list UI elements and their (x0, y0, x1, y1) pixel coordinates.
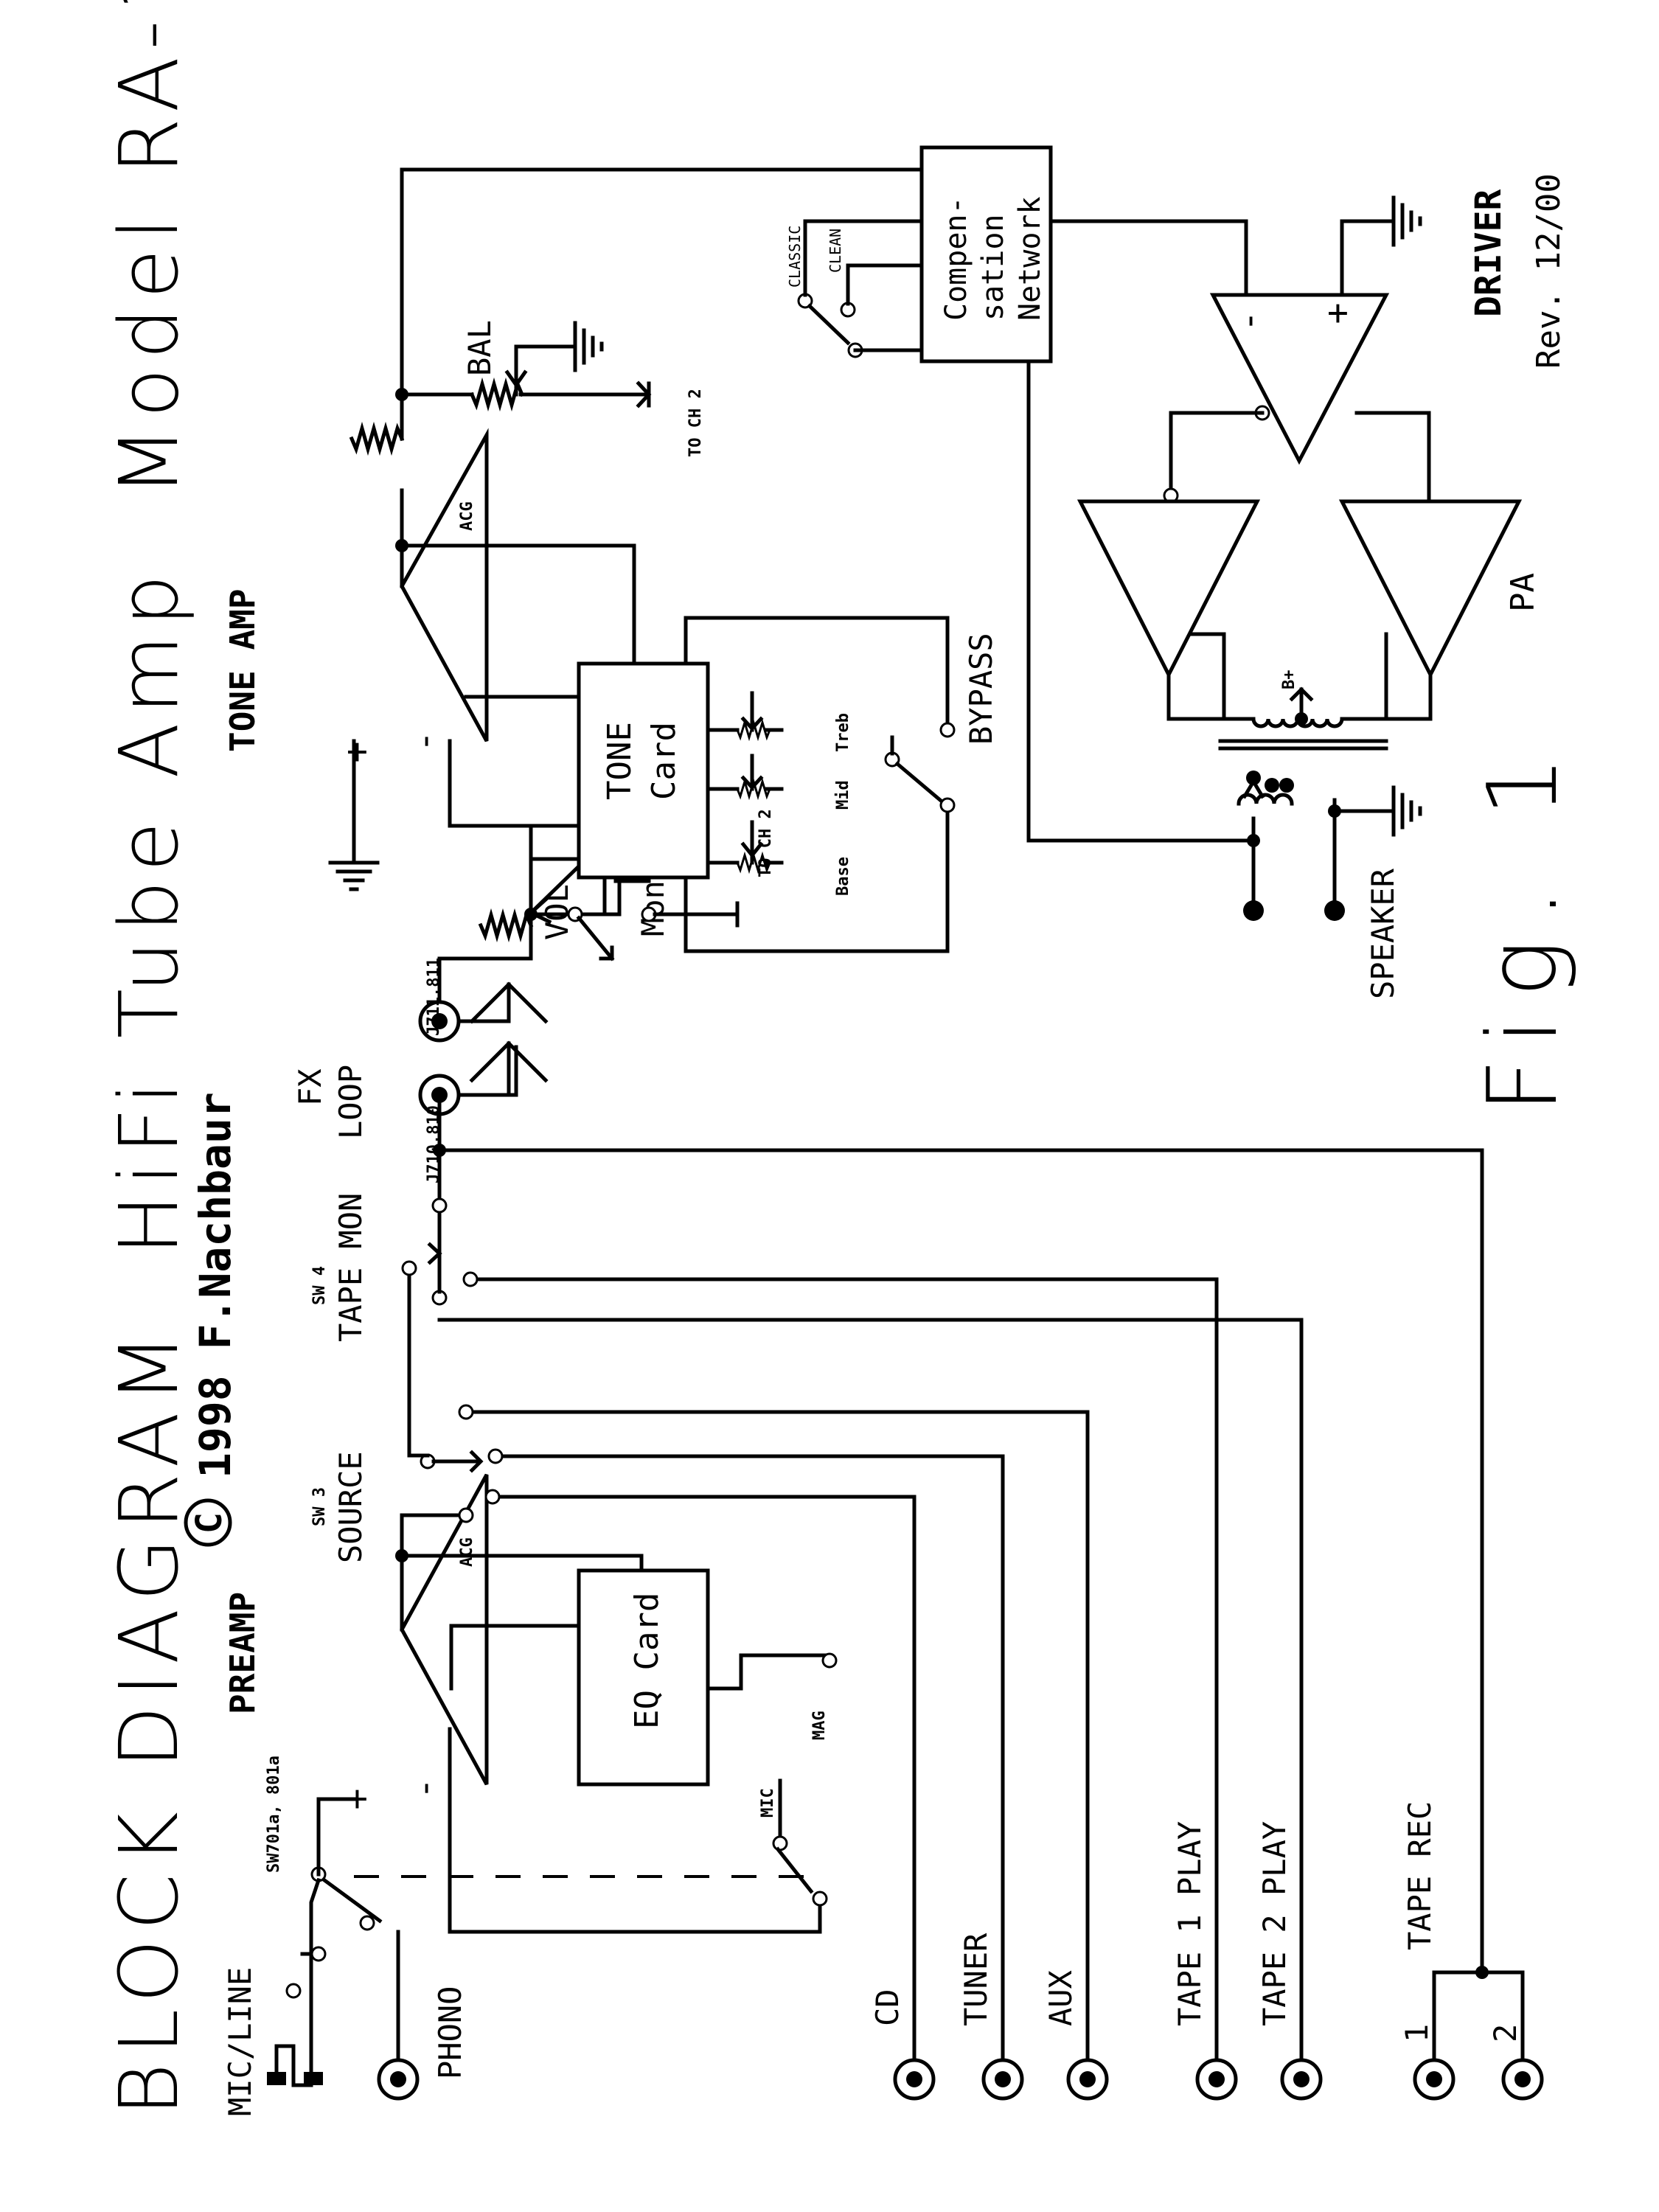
mic-line-label: MIC/LINE (222, 1967, 258, 2116)
bypass-label: BYPASS (963, 633, 999, 745)
eq-card-label: EQ Card (628, 1593, 666, 1729)
pa-label: PA (1504, 573, 1542, 612)
speaker-ground-icon (1394, 787, 1420, 835)
mic-line-jack-icon (267, 1946, 327, 2087)
tone-minus: - (404, 731, 445, 752)
tape-rec-label: TAPE REC (1402, 1801, 1438, 1950)
tape-rec-1-label: 1 (1399, 2024, 1435, 2042)
base-label: Base (834, 857, 852, 896)
phono-label: PHONO (432, 1986, 468, 2079)
tape1-play-jack-icon (1197, 2060, 1236, 2098)
pa-tube-lower (1338, 499, 1523, 679)
sw4-label: SW 4 (310, 1266, 329, 1305)
tone-acg-label: ACG (458, 501, 476, 531)
copyright-icon (184, 1498, 232, 1547)
copyright-symbol: C (189, 1512, 230, 1534)
sw3-label: SW 3 (310, 1487, 329, 1526)
tuner-wire (493, 1454, 1005, 2061)
source-label: SOURCE (333, 1451, 369, 1563)
comp-label-1: Compen- (939, 196, 973, 321)
to-ch2-bal-label: TO CH 2 (686, 389, 705, 457)
clean-label: CLEAN (827, 229, 844, 273)
tape-mon-label: TAPE MON (333, 1193, 369, 1342)
bal-ground-icon (575, 323, 602, 370)
aux-label: AUX (1043, 1970, 1079, 2026)
comp-label-2: sation (976, 215, 1010, 321)
tape2-play-jack-icon (1282, 2060, 1321, 2098)
cd-jack-icon (895, 2060, 933, 2098)
sw701-label: SW701a, 801a (265, 1756, 283, 1873)
tuner-jack-icon (984, 2060, 1022, 2098)
preamp-acg-label: ACG (458, 1537, 476, 1567)
figure-label: Fig. 1 (1467, 735, 1579, 1113)
sw701-blade (321, 1877, 383, 1924)
bplus-label: B+ (1280, 670, 1298, 690)
tuner-label: TUNER (958, 1933, 994, 2026)
tape1-play-wire (468, 1277, 1219, 2061)
bal-label: BAL (462, 320, 498, 376)
classic-label: CLASSIC (786, 226, 804, 288)
tape-rec-1-jack-icon (1415, 2060, 1453, 2098)
tone-amp-ground-icon (330, 863, 378, 889)
preamp-label: PREAMP (223, 1592, 262, 1714)
diagram-title: BLOCK DIAGRAM HiFi Tube Amp Model RA-100 (102, 0, 196, 2116)
tone-card (577, 661, 710, 880)
aux-jack-icon (1068, 2060, 1107, 2098)
tone-card-label-2: Card (645, 722, 683, 800)
loop-label: LOOP (333, 1065, 369, 1139)
mic-mag-blade (775, 1846, 814, 1894)
tone-plus: + (347, 731, 368, 772)
tape1-play-label: TAPE 1 PLAY (1172, 1821, 1208, 2026)
cd-wire (490, 1495, 917, 2061)
tape2-play-label: TAPE 2 PLAY (1256, 1821, 1293, 2026)
driver-minus: - (1228, 310, 1270, 332)
tape-rec-feed-wire (444, 1148, 1484, 1975)
tape-rec-wire (1432, 1970, 1525, 2061)
phono-jack-icon (379, 2060, 417, 2098)
tone-amp-label: TONE AMP (223, 588, 262, 752)
eq-card (577, 1568, 710, 1787)
tone-card-label-1: TONE (601, 722, 639, 800)
preamp-opamp (400, 1473, 489, 1786)
treb-label: Treb (834, 713, 852, 752)
tape2-play-wire (437, 1318, 1304, 2061)
tone-pots (706, 691, 784, 874)
mag-label: MAG (810, 1711, 829, 1740)
tape-rec-2-label: 2 (1487, 2024, 1523, 2042)
driver-opamp (1209, 293, 1390, 465)
cd-label: CD (869, 1989, 905, 2026)
tone-amp-opamp (400, 428, 489, 742)
preamp-minus: - (404, 1778, 445, 1799)
aux-wire (464, 1410, 1090, 2061)
speaker-label: SPEAKER (1365, 868, 1401, 999)
revision-label: Rev. 12/00 (1530, 173, 1568, 369)
jack-a-label: J710,810 (425, 1105, 443, 1183)
tape-rec-2-jack-icon (1503, 2060, 1542, 2098)
mid-label: Mid (834, 780, 852, 810)
output-transformer (1218, 717, 1388, 806)
fx-label: FX (292, 1068, 328, 1106)
comp-label-3: Network (1013, 196, 1047, 321)
pa-tube-upper (1077, 499, 1261, 679)
driver-ground-icon (1394, 198, 1420, 245)
compensation-network (919, 145, 1053, 364)
mic-label: MIC (759, 1788, 777, 1818)
driver-plus: + (1327, 292, 1349, 333)
copyright-text: 1998 F.Nachbaur (190, 1092, 240, 1478)
gang-link (352, 1858, 804, 1878)
driver-label: DRIVER (1468, 189, 1509, 317)
